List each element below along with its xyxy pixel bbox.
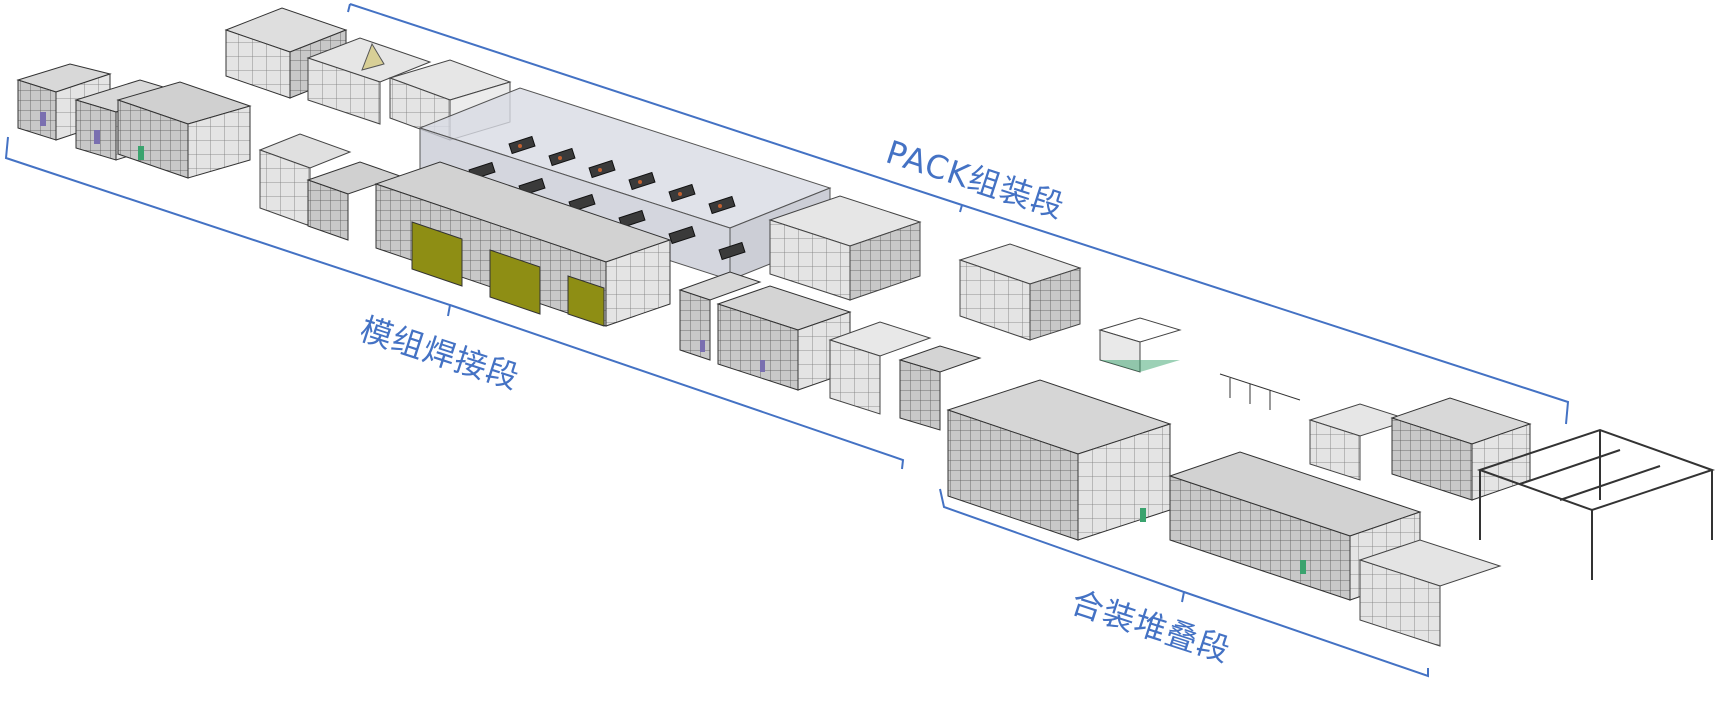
welding-stations-left bbox=[16, 63, 252, 179]
gantry-frame bbox=[1476, 428, 1716, 580]
welding-block-center bbox=[258, 133, 672, 327]
bracket-assembly bbox=[939, 488, 1429, 678]
pack-stations bbox=[768, 195, 1301, 410]
bracket-module bbox=[4, 136, 905, 470]
welding-stations-mid bbox=[678, 271, 982, 431]
assembly-stacking-zone bbox=[946, 379, 1532, 647]
bracket-pack bbox=[347, 3, 1570, 425]
